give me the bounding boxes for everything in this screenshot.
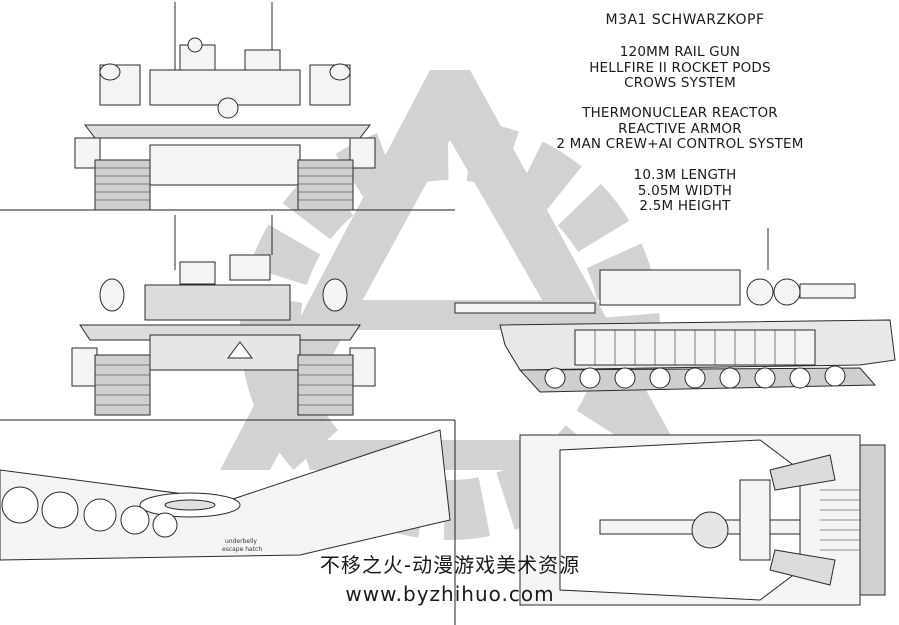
watermark-chinese-text: 不移之火-动漫游戏美术资源 (319, 553, 581, 577)
tank-front-view (74, 2, 376, 211)
tank-side-view (454, 228, 896, 393)
callout-label-line1: underbelly (225, 538, 257, 545)
dimensions-list: 10.3M LENGTH 5.05M WIDTH 2.5M HEIGHT (560, 167, 810, 215)
watermark-url: www.byzhihuo.com (345, 582, 555, 606)
weapon-item: HELLFIRE II ROCKET PODS (589, 59, 771, 76)
system-item: REACTIVE ARMOR (618, 120, 742, 137)
weapon-item: 120MM RAIL GUN (619, 44, 741, 60)
dimension-item: 10.3M LENGTH (633, 167, 737, 183)
weapon-item: CROWS SYSTEM (624, 75, 736, 91)
dimension-item: 5.05M WIDTH (637, 182, 733, 199)
callout-label-line2: escape hatch (222, 546, 263, 553)
tank-top-view (519, 434, 886, 606)
weapons-list: 120MM RAIL GUN HELLFIRE II ROCKET PODS C… (520, 44, 840, 92)
dimension-item: 2.5M HEIGHT (639, 198, 731, 214)
tank-underbelly-view (0, 429, 451, 561)
section-dividers (0, 209, 456, 625)
system-item: 2 MAN CREW+AI CONTROL SYSTEM (556, 136, 804, 152)
tank-rear-view (71, 215, 376, 416)
system-item: THERMONUCLEAR REACTOR (582, 105, 778, 121)
spec-title: M3A1 SCHWARZKOPF (605, 12, 765, 28)
systems-list: THERMONUCLEAR REACTOR REACTIVE ARMOR 2 M… (490, 105, 870, 153)
